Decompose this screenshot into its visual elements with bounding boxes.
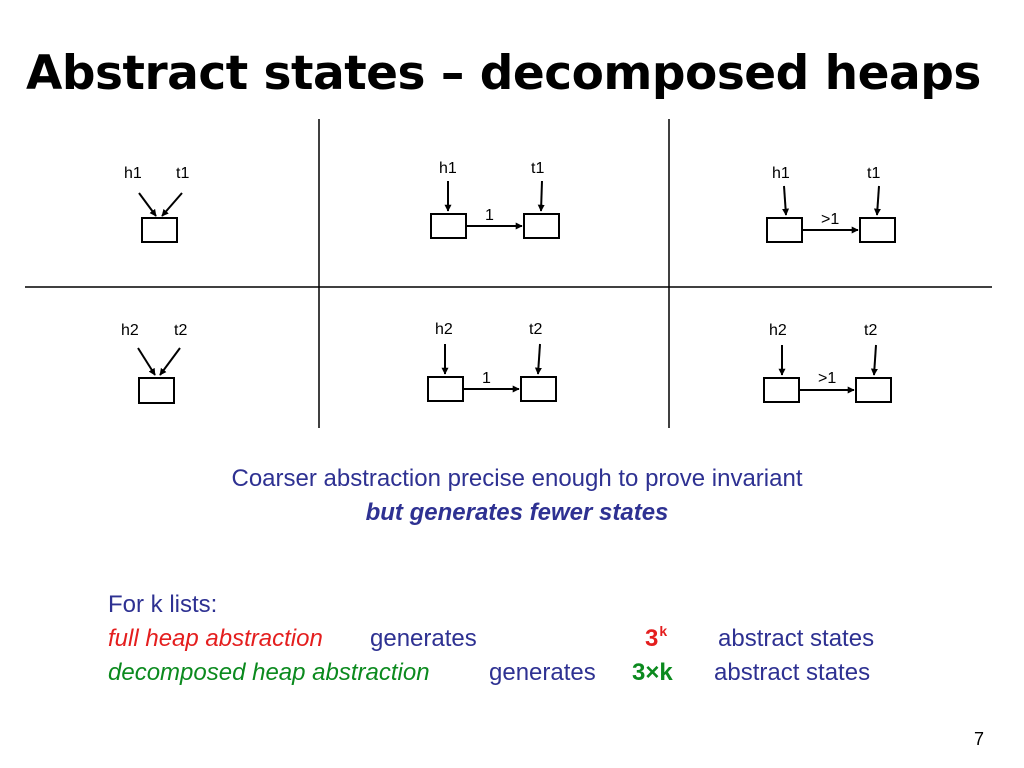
cell-shared-h1-t1: h1 t1 xyxy=(124,165,189,243)
comparison-heading: For k lists: xyxy=(108,591,218,618)
head-pointer-label: h2 xyxy=(121,322,139,339)
head-pointer-label: h1 xyxy=(124,165,142,182)
link-length-label: 1 xyxy=(482,370,491,387)
tail-pointer-label: t1 xyxy=(867,165,880,182)
tail-pointer-arrow xyxy=(873,185,881,216)
tail-pointer-label: t2 xyxy=(174,322,187,339)
tail-pointer-arrow xyxy=(159,347,181,376)
link-length-label: >1 xyxy=(821,211,839,228)
list-node xyxy=(141,217,178,243)
tail-node xyxy=(523,213,560,239)
decomposed-heap-name: decomposed heap abstraction xyxy=(108,659,430,686)
tail-node xyxy=(855,377,892,403)
link-length-label: 1 xyxy=(485,207,494,224)
head-node xyxy=(763,377,800,403)
full-heap-count-base: 3 xyxy=(645,625,659,652)
head-pointer-arrow xyxy=(782,185,790,216)
cell-shared-h2-t2: h2 t2 xyxy=(121,322,187,404)
tail-pointer-label: t2 xyxy=(529,321,542,338)
tail-pointer-arrow xyxy=(534,343,542,375)
head-pointer-label: h2 xyxy=(435,321,453,338)
head-pointer-arrow xyxy=(137,347,156,376)
tail-pointer-label: t2 xyxy=(864,322,877,339)
head-node xyxy=(427,376,464,402)
tail-node xyxy=(520,376,557,402)
decomposed-heap-suffix: abstract states xyxy=(714,659,871,686)
tail-node xyxy=(859,217,896,243)
full-heap-suffix: abstract states xyxy=(718,625,875,652)
head-node xyxy=(766,217,803,243)
link-length-label: >1 xyxy=(818,370,836,387)
cell-multi-link-h2-t2: h2 t2 >1 xyxy=(763,322,892,403)
list-node xyxy=(138,377,175,404)
tail-pointer-arrow xyxy=(537,180,545,212)
cell-single-link-h2-t2: h2 t2 1 xyxy=(427,321,557,402)
tail-pointer-arrow xyxy=(870,344,878,376)
full-heap-verb: generates xyxy=(370,625,477,652)
head-node xyxy=(430,213,467,239)
cell-single-link-h1-t1: h1 t1 1 xyxy=(430,160,560,239)
summary-note-line-2: but generates fewer states xyxy=(365,499,669,526)
full-heap-count-exponent: k xyxy=(659,623,668,639)
full-heap-count: 3k xyxy=(645,622,667,658)
page-title: Abstract states – decomposed heaps xyxy=(26,46,981,101)
tail-pointer-label: t1 xyxy=(176,165,189,182)
head-pointer-label: h1 xyxy=(772,165,790,182)
summary-note-line-1: Coarser abstraction precise enough to pr… xyxy=(231,465,803,492)
decomposed-heap-verb: generates xyxy=(489,659,596,686)
head-pointer-label: h1 xyxy=(439,160,457,177)
page-number: 7 xyxy=(974,729,985,749)
cell-multi-link-h1-t1: h1 t1 >1 xyxy=(766,165,896,243)
decomposed-heap-count: 3×k xyxy=(632,659,673,686)
tail-pointer-label: t1 xyxy=(531,160,544,177)
head-pointer-label: h2 xyxy=(769,322,787,339)
tail-pointer-arrow xyxy=(161,192,183,217)
full-heap-name: full heap abstraction xyxy=(108,625,323,652)
head-pointer-arrow xyxy=(138,192,157,217)
